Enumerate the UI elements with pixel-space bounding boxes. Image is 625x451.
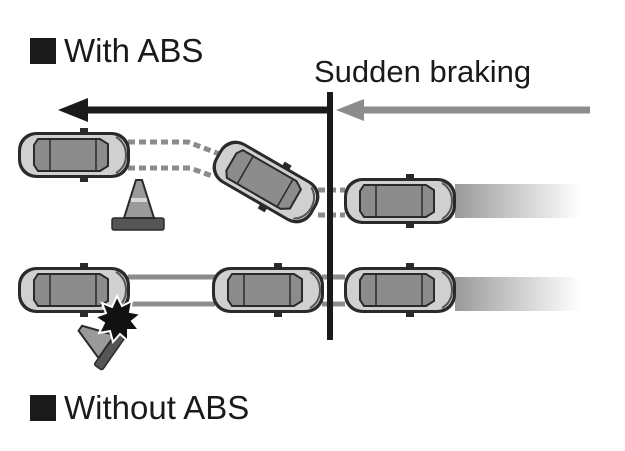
without-abs-label: Without ABS bbox=[64, 389, 250, 426]
knocked-cone-icon bbox=[77, 324, 128, 371]
heading-marker-square bbox=[30, 395, 56, 421]
incoming-trail-top bbox=[455, 184, 580, 218]
car-icon bbox=[211, 262, 325, 318]
car-icon bbox=[203, 129, 329, 235]
with-abs-label: With ABS bbox=[64, 32, 204, 69]
car-icon bbox=[17, 127, 131, 183]
car-icon bbox=[343, 262, 457, 318]
incoming-trail-bottom bbox=[455, 277, 580, 311]
arrow-left-icon bbox=[58, 98, 330, 122]
heading-marker-square bbox=[30, 38, 56, 64]
sudden-braking-label: Sudden braking bbox=[314, 54, 532, 89]
with-abs-heading: With ABS bbox=[30, 32, 203, 70]
without-abs-heading: Without ABS bbox=[30, 389, 249, 427]
locked-wheel-skid-marks bbox=[128, 274, 345, 307]
collision-burst-icon bbox=[92, 293, 144, 345]
incoming-direction-arrow bbox=[336, 99, 590, 121]
car-icon bbox=[343, 173, 457, 229]
traffic-cone-icon bbox=[111, 179, 165, 231]
